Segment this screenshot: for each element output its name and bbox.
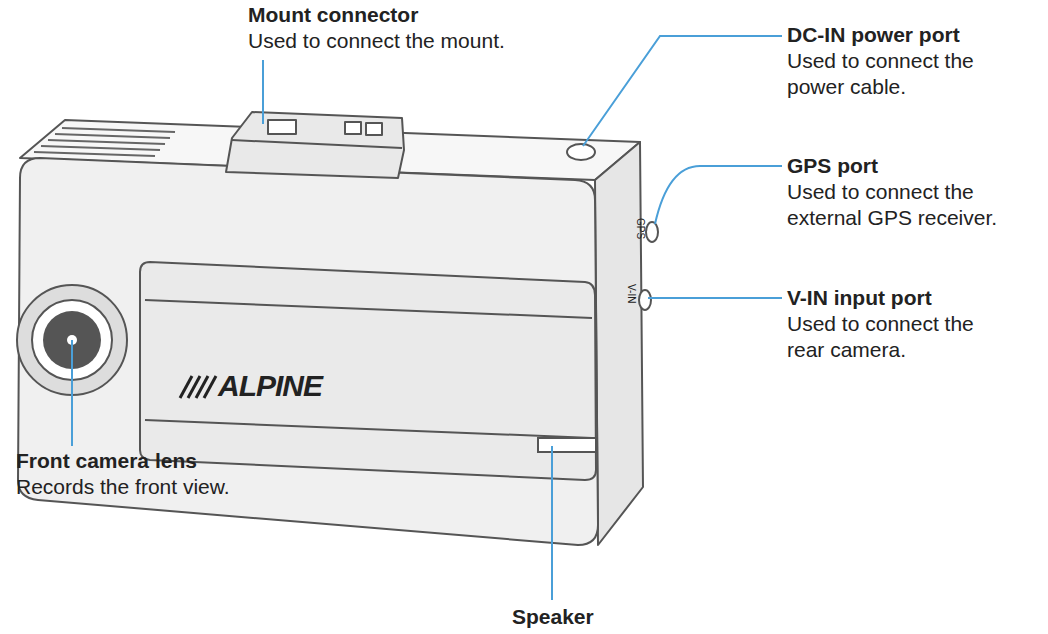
callout-title: GPS port <box>787 153 1027 179</box>
callout-title: Speaker <box>512 604 652 630</box>
side-face <box>595 142 643 545</box>
dc-in-port <box>567 144 595 160</box>
callout-title: Front camera lens <box>16 448 316 474</box>
logo-slashes <box>180 376 216 398</box>
callout-title: Mount connector <box>248 2 588 28</box>
callout-title: V-IN input port <box>787 285 1027 311</box>
v-in-port <box>639 290 651 310</box>
callout-text: Records the front view. <box>16 474 316 500</box>
port-marking: V-IN <box>623 284 637 303</box>
speaker-grille <box>538 438 596 452</box>
vents <box>34 128 175 156</box>
gps-port <box>646 222 658 242</box>
callout-text: Used to connect the power cable. <box>787 48 1012 100</box>
callout-text: Used to connect the mount. <box>248 28 608 54</box>
callout-text: Used to connect the external GPS receive… <box>787 179 1012 231</box>
front-panel <box>140 262 596 480</box>
callout-title: DC-IN power port <box>787 22 1027 48</box>
callout-text: Used to connect the rear camera. <box>787 311 1012 363</box>
leader-lines <box>72 36 782 600</box>
port-marking: GPS <box>632 218 646 239</box>
mount-connector <box>226 112 404 178</box>
brand-logo: ALPINE <box>218 370 378 402</box>
